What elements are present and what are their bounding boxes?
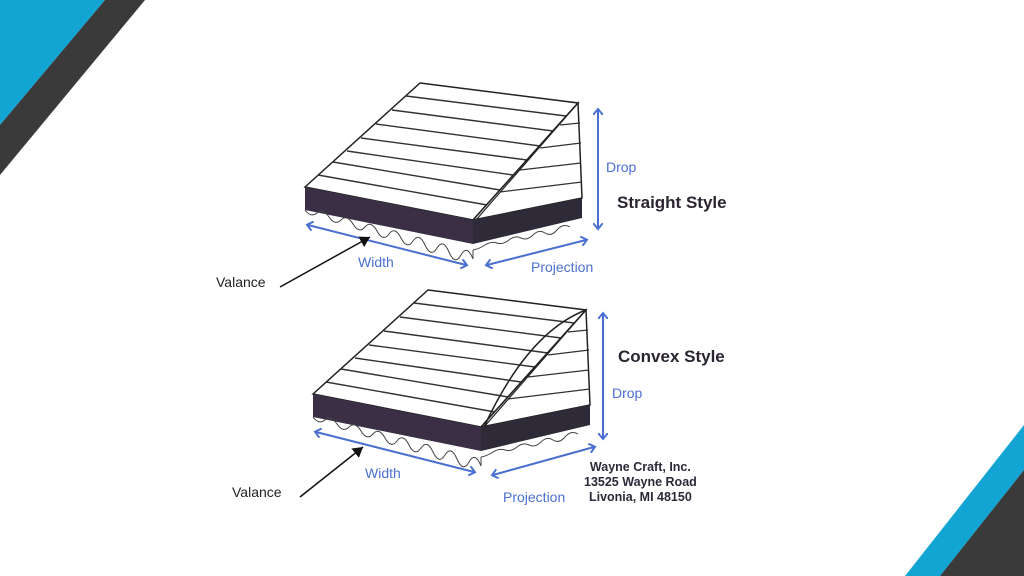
- projection-label: Projection: [531, 259, 594, 275]
- company-name: Wayne Craft, Inc.: [589, 460, 691, 474]
- straight-awning-illustration: [304, 82, 583, 261]
- street-address: 13525 Wayne Road: [584, 475, 697, 489]
- width-label: Width: [358, 254, 394, 270]
- valance-label: Valance: [232, 484, 282, 500]
- projection-arrow: [493, 447, 594, 475]
- convex-style-label: Convex Style: [618, 347, 725, 366]
- width-label: Width: [365, 465, 401, 481]
- corner-accent-dark-bottom: [940, 470, 1024, 576]
- corner-accent-blue-bottom: [905, 425, 1024, 576]
- width-arrow: [316, 432, 474, 472]
- corner-accent-dark-top: [0, 0, 145, 175]
- city-state-zip: Livonia, MI 48150: [588, 490, 692, 504]
- convex-awning-illustration: [312, 289, 591, 468]
- valance-label: Valance: [216, 274, 266, 290]
- valance-pointer-arrow: [299, 446, 364, 498]
- valance-pointer-arrow: [279, 236, 371, 288]
- projection-arrow: [487, 240, 586, 265]
- projection-label: Projection: [503, 489, 566, 505]
- drop-label: Drop: [606, 159, 637, 175]
- width-arrow: [308, 225, 466, 265]
- company-address: Wayne Craft, Inc. 13525 Wayne Road Livon…: [584, 460, 697, 505]
- straight-style-label: Straight Style: [617, 193, 727, 212]
- drop-label: Drop: [612, 385, 643, 401]
